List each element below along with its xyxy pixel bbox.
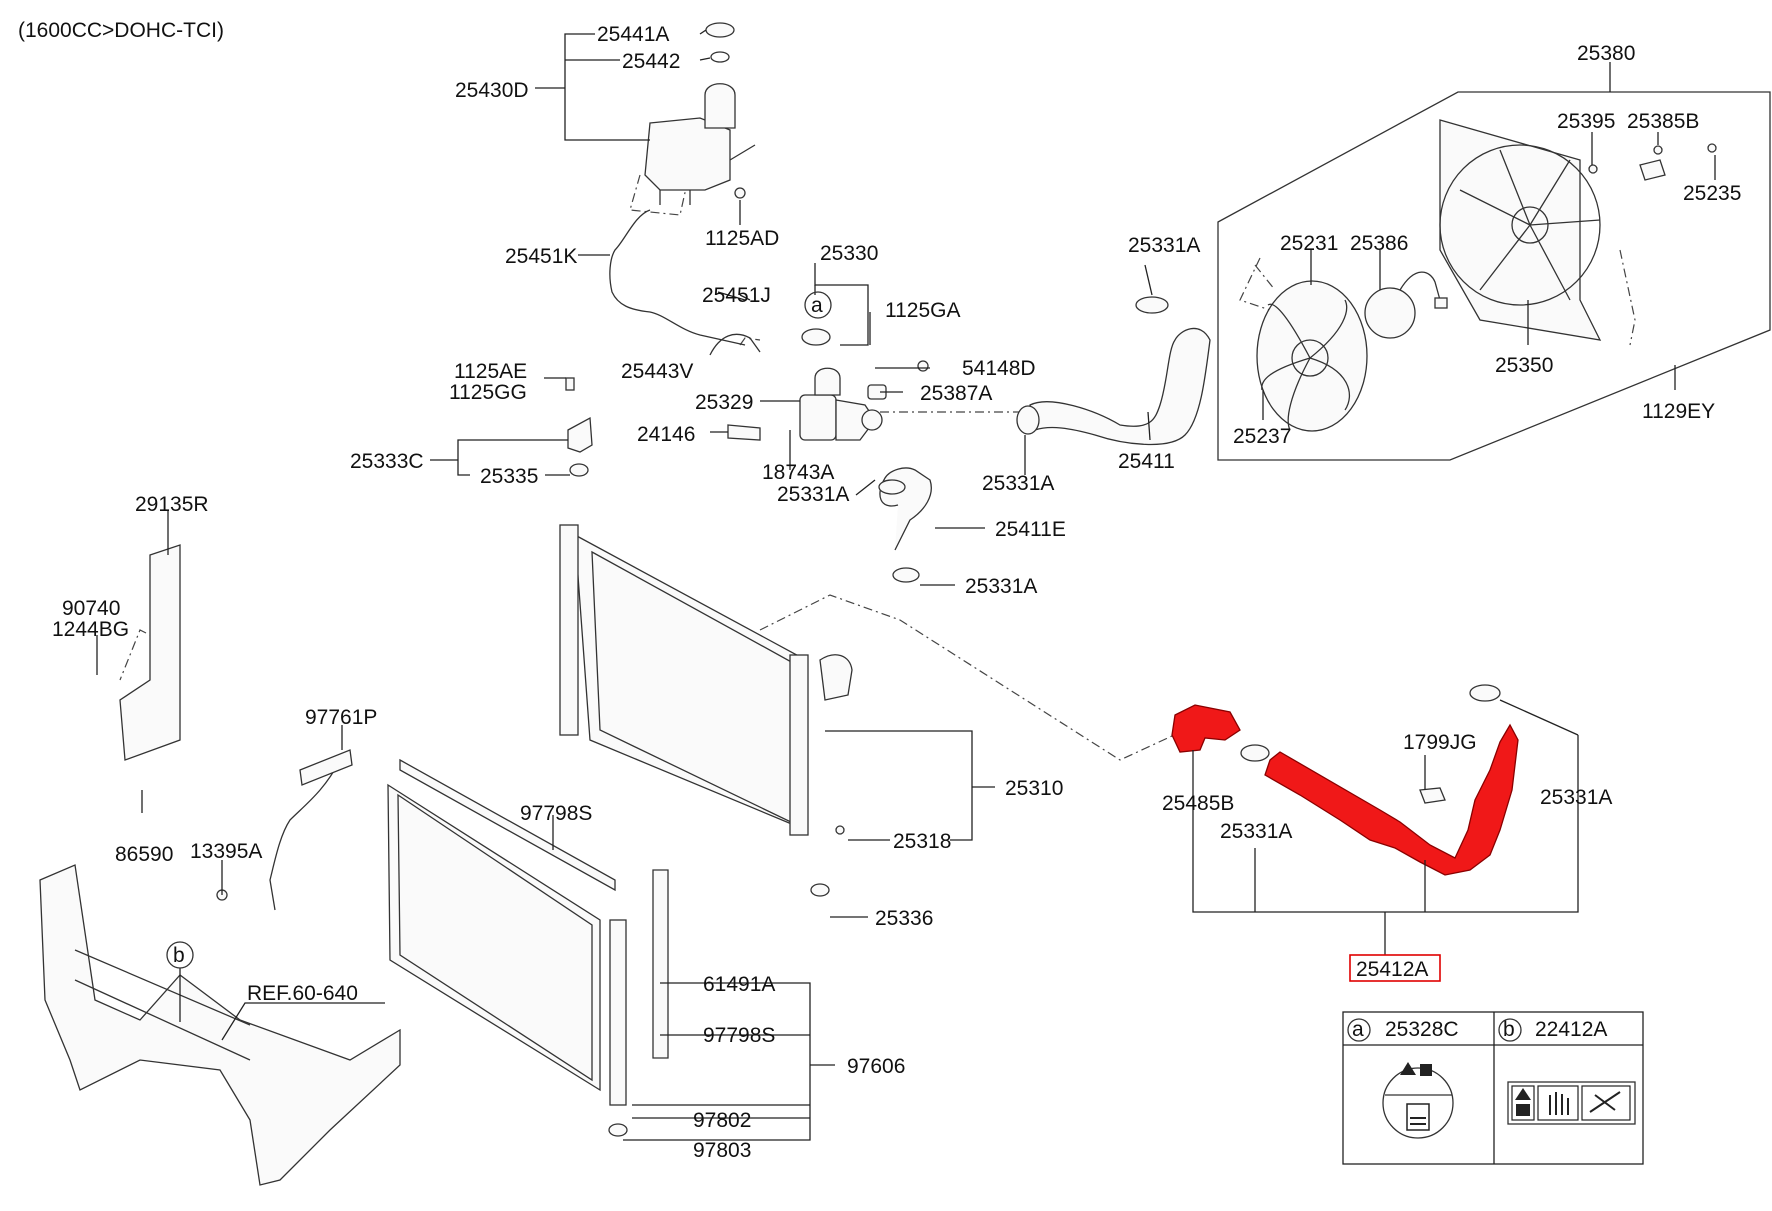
highlight-25485B	[1171, 704, 1241, 753]
label-1125AE: 1125AE	[454, 360, 527, 383]
part-labels: 25441A 25442 25430D 1125AD 25451K 25330 …	[52, 23, 1741, 1162]
label-25387A: 25387A	[920, 382, 992, 405]
hose-25411	[1029, 327, 1211, 446]
label-1244BG: 1244BG	[52, 618, 129, 641]
legend-b-part: 22412A	[1535, 1018, 1607, 1041]
callout-a-letter: a	[811, 294, 823, 317]
legend-b-letter: b	[1503, 1018, 1515, 1041]
label-1129EY: 1129EY	[1642, 400, 1715, 423]
label-1799JG: 1799JG	[1403, 731, 1477, 754]
label-25310: 25310	[1005, 777, 1063, 800]
small-hose-25451J	[709, 333, 761, 356]
label-25441A: 25441A	[597, 23, 669, 46]
label-25333C: 25333C	[350, 450, 424, 473]
label-25331A-hose-right: 25331A	[1540, 786, 1612, 809]
bracket-1799JG	[1419, 787, 1446, 804]
label-54148D: 54148D	[962, 357, 1036, 380]
label-1125GA: 1125GA	[885, 299, 961, 322]
radiator-25310	[559, 524, 853, 897]
fan-shroud-assembly	[1217, 91, 1771, 461]
label-25350: 25350	[1495, 354, 1553, 377]
label-25329: 25329	[695, 391, 753, 414]
pipe-97761P	[216, 749, 353, 911]
front-end-module	[39, 864, 401, 1186]
label-25231: 25231	[1280, 232, 1338, 255]
label-25412A: 25412A	[1356, 958, 1428, 981]
fan-blade-25231	[1256, 280, 1368, 432]
label-25395: 25395	[1557, 110, 1615, 133]
leader-lines	[96, 29, 1716, 1141]
reservoir-tank	[644, 22, 756, 205]
legend-a-letter: a	[1352, 1018, 1364, 1041]
label-97802: 97802	[693, 1109, 751, 1132]
main-part-25412A: 25412A	[1349, 954, 1441, 982]
label-25411: 25411	[1118, 450, 1175, 473]
label-1125GG: 1125GG	[449, 381, 527, 404]
tank-hose	[609, 209, 746, 346]
label-25451J: 25451J	[702, 284, 771, 307]
label-25451K: 25451K	[505, 245, 577, 268]
air-guard-29135R	[119, 544, 181, 761]
fan-motor-25386	[1364, 271, 1448, 339]
label-97798S-lower: 97798S	[703, 1024, 775, 1047]
legend-table: a 25328C b 22412A	[1342, 1011, 1644, 1165]
label-97798S-upper: 97798S	[520, 802, 592, 825]
label-25430D: 25430D	[455, 79, 529, 102]
label-13395A: 13395A	[190, 840, 262, 863]
callout-a: a	[804, 291, 832, 319]
label-25237: 25237	[1233, 425, 1291, 448]
label-25331A-mid: 25331A	[982, 472, 1054, 495]
label-25330: 25330	[820, 242, 878, 265]
callout-b: b	[166, 941, 194, 969]
legend-a-part: 25328C	[1385, 1018, 1459, 1041]
callout-b-letter: b	[173, 944, 185, 967]
label-86590: 86590	[115, 843, 173, 866]
label-25336: 25336	[875, 907, 933, 930]
label-97606: 97606	[847, 1055, 905, 1078]
clamps	[878, 296, 1501, 762]
bracket-25333C	[565, 377, 593, 477]
label-25335: 25335	[480, 465, 538, 488]
label-24146: 24146	[637, 423, 695, 446]
condenser-97606	[387, 758, 669, 1137]
label-90740: 90740	[62, 597, 120, 620]
label-25331A-hose-left: 25331A	[1220, 820, 1292, 843]
highlight-hose-25412A	[1264, 723, 1519, 876]
label-1125AD: 1125AD	[705, 227, 779, 250]
dashed-guides	[119, 169, 1636, 761]
engine-note: (1600CC>DOHC-TCI)	[18, 19, 224, 42]
warning-label-icon	[1507, 1081, 1636, 1125]
label-25235: 25235	[1683, 182, 1741, 205]
sensor-25385B	[1588, 143, 1717, 181]
label-25318: 25318	[893, 830, 951, 853]
label-61491A: 61491A	[703, 973, 775, 996]
label-25331A-lower: 25331A	[965, 575, 1037, 598]
label-97761P: 97761P	[305, 706, 377, 729]
radiator-cap-warning-icon	[1382, 1062, 1454, 1139]
thermostat-housing	[727, 328, 929, 441]
label-25331A-top: 25331A	[1128, 234, 1200, 257]
label-25411E: 25411E	[995, 518, 1066, 541]
label-97803: 97803	[693, 1139, 751, 1162]
label-25331A-thermostat: 25331A	[777, 483, 849, 506]
label-25380: 25380	[1577, 42, 1635, 65]
label-25485B: 25485B	[1162, 792, 1234, 815]
label-25386: 25386	[1350, 232, 1408, 255]
label-29135R: 29135R	[135, 493, 209, 516]
label-ref-60-640: REF.60-640	[247, 982, 358, 1005]
label-25385B: 25385B	[1627, 110, 1699, 133]
label-25442: 25442	[622, 50, 680, 73]
label-25443V: 25443V	[621, 360, 693, 383]
label-18743A: 18743A	[762, 461, 834, 484]
